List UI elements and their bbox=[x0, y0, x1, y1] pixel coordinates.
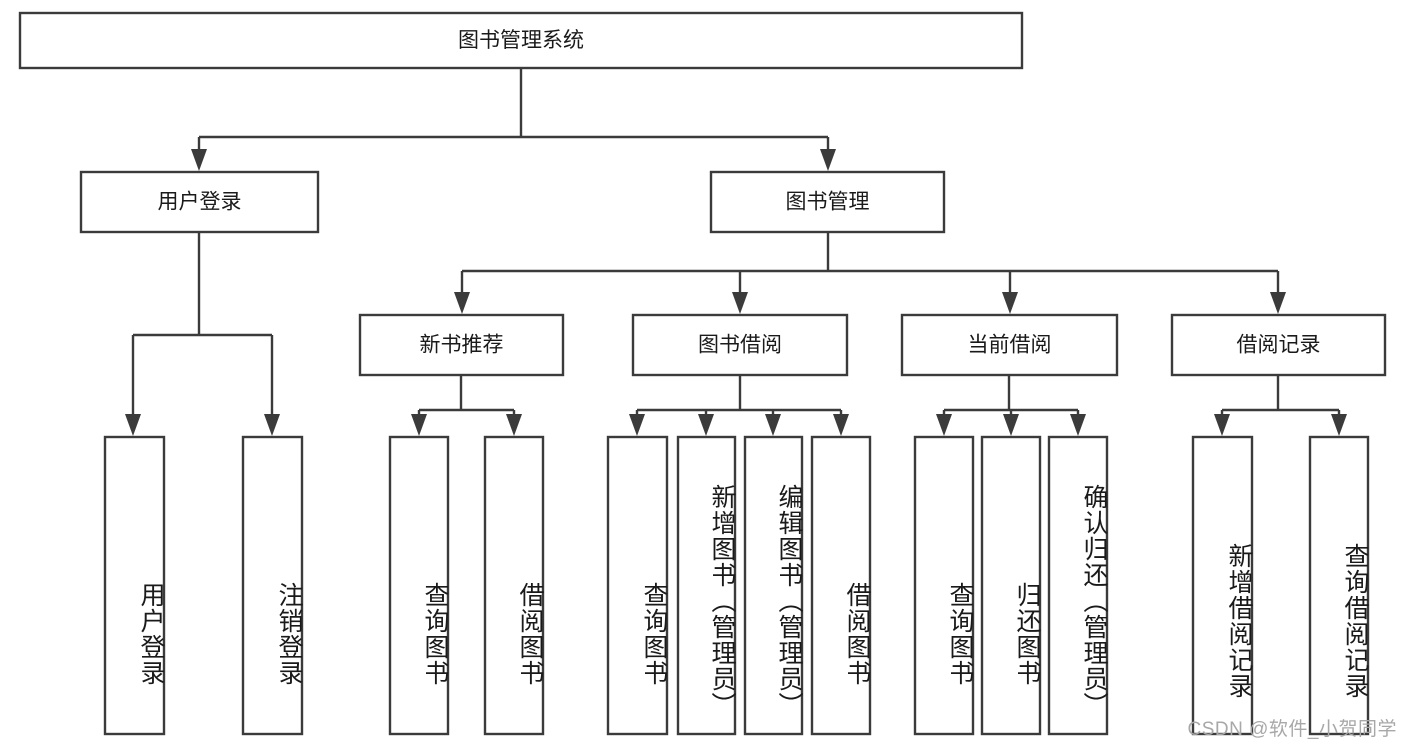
node-leaf-query-book-borrow[interactable] bbox=[606, 435, 669, 736]
node-box[interactable] bbox=[676, 435, 737, 736]
connector-currentborrow-to-leaves bbox=[936, 375, 1086, 436]
node-box[interactable] bbox=[18, 11, 1024, 70]
arrow-head-icon bbox=[1002, 292, 1018, 314]
node-label: 图书管理 bbox=[786, 191, 870, 214]
node-new-book-recommend[interactable]: 新书推荐 bbox=[358, 313, 565, 377]
arrow-head-icon bbox=[1070, 414, 1086, 436]
arrow-head-icon bbox=[191, 149, 207, 171]
node-leaf-logout[interactable] bbox=[241, 435, 304, 736]
node-book-manage[interactable]: 图书管理 bbox=[709, 170, 946, 234]
arrow-head-icon bbox=[936, 414, 952, 436]
node-user-login[interactable]: 用户登录 bbox=[79, 170, 320, 234]
node-box[interactable] bbox=[913, 435, 975, 736]
arrow-head-icon bbox=[765, 414, 781, 436]
connector-bookborrow-to-leaves bbox=[629, 375, 849, 436]
arrow-head-icon bbox=[125, 414, 141, 436]
node-box[interactable] bbox=[810, 435, 872, 736]
arrow-head-icon bbox=[264, 414, 280, 436]
node-box[interactable] bbox=[79, 170, 320, 234]
node-box[interactable] bbox=[743, 435, 804, 736]
arrow-head-icon bbox=[1331, 414, 1347, 436]
connector-root-to-level1 bbox=[191, 68, 836, 171]
arrow-head-icon bbox=[698, 414, 714, 436]
node-box[interactable] bbox=[980, 435, 1042, 736]
node-leaf-add-book[interactable] bbox=[676, 435, 737, 736]
node-box[interactable] bbox=[709, 170, 946, 234]
node-leaf-edit-book[interactable] bbox=[743, 435, 804, 736]
node-leaf-confirm-return[interactable] bbox=[1047, 435, 1109, 736]
node-label: 图书管理系统 bbox=[458, 29, 584, 52]
arrow-head-icon bbox=[1003, 414, 1019, 436]
node-leaf-return-book[interactable] bbox=[980, 435, 1042, 736]
arrow-head-icon bbox=[629, 414, 645, 436]
node-leaf-query-book-cur[interactable] bbox=[913, 435, 975, 736]
node-box[interactable] bbox=[900, 313, 1119, 377]
arrow-head-icon bbox=[1270, 292, 1286, 314]
connector-newbook-to-leaves bbox=[411, 375, 522, 436]
node-box[interactable] bbox=[1191, 435, 1254, 736]
node-leaf-user-login[interactable] bbox=[103, 435, 166, 736]
node-box[interactable] bbox=[358, 313, 565, 377]
node-leaf-borrow-book[interactable] bbox=[810, 435, 872, 736]
node-box[interactable] bbox=[241, 435, 304, 736]
connector-userlogin-to-leaves bbox=[125, 232, 280, 436]
arrow-head-icon bbox=[1214, 414, 1230, 436]
node-box[interactable] bbox=[1047, 435, 1109, 736]
node-label: 借阅记录 bbox=[1237, 334, 1321, 357]
arrow-head-icon bbox=[506, 414, 522, 436]
node-borrow-record[interactable]: 借阅记录 bbox=[1170, 313, 1387, 377]
arrow-head-icon bbox=[833, 414, 849, 436]
node-box[interactable] bbox=[606, 435, 669, 736]
connector-bookmanage-to-level2 bbox=[454, 232, 1286, 314]
node-box[interactable] bbox=[631, 313, 849, 377]
watermark-text: CSDN @软件_小贺同学 bbox=[1187, 719, 1397, 740]
arrow-head-icon bbox=[732, 292, 748, 314]
node-root[interactable]: 图书管理系统 bbox=[18, 11, 1024, 70]
node-current-borrow[interactable]: 当前借阅 bbox=[900, 313, 1119, 377]
node-leaf-query-book-rec[interactable] bbox=[388, 435, 450, 736]
node-leaf-add-record[interactable] bbox=[1191, 435, 1254, 736]
node-label: 图书借阅 bbox=[698, 334, 782, 357]
node-leaf-query-record[interactable] bbox=[1308, 435, 1370, 736]
node-box[interactable] bbox=[483, 435, 545, 736]
arrow-head-icon bbox=[820, 149, 836, 171]
node-label: 新书推荐 bbox=[420, 334, 504, 357]
arrow-head-icon bbox=[411, 414, 427, 436]
arrow-head-icon bbox=[454, 292, 470, 314]
node-box[interactable] bbox=[103, 435, 166, 736]
node-label: 当前借阅 bbox=[968, 334, 1052, 357]
node-box[interactable] bbox=[1308, 435, 1370, 736]
node-box[interactable] bbox=[1170, 313, 1387, 377]
node-book-borrow[interactable]: 图书借阅 bbox=[631, 313, 849, 377]
node-leaf-borrow-book-rec[interactable] bbox=[483, 435, 545, 736]
node-box[interactable] bbox=[388, 435, 450, 736]
connector-borrowrecord-to-leaves bbox=[1214, 375, 1347, 436]
node-label: 用户登录 bbox=[158, 191, 242, 214]
